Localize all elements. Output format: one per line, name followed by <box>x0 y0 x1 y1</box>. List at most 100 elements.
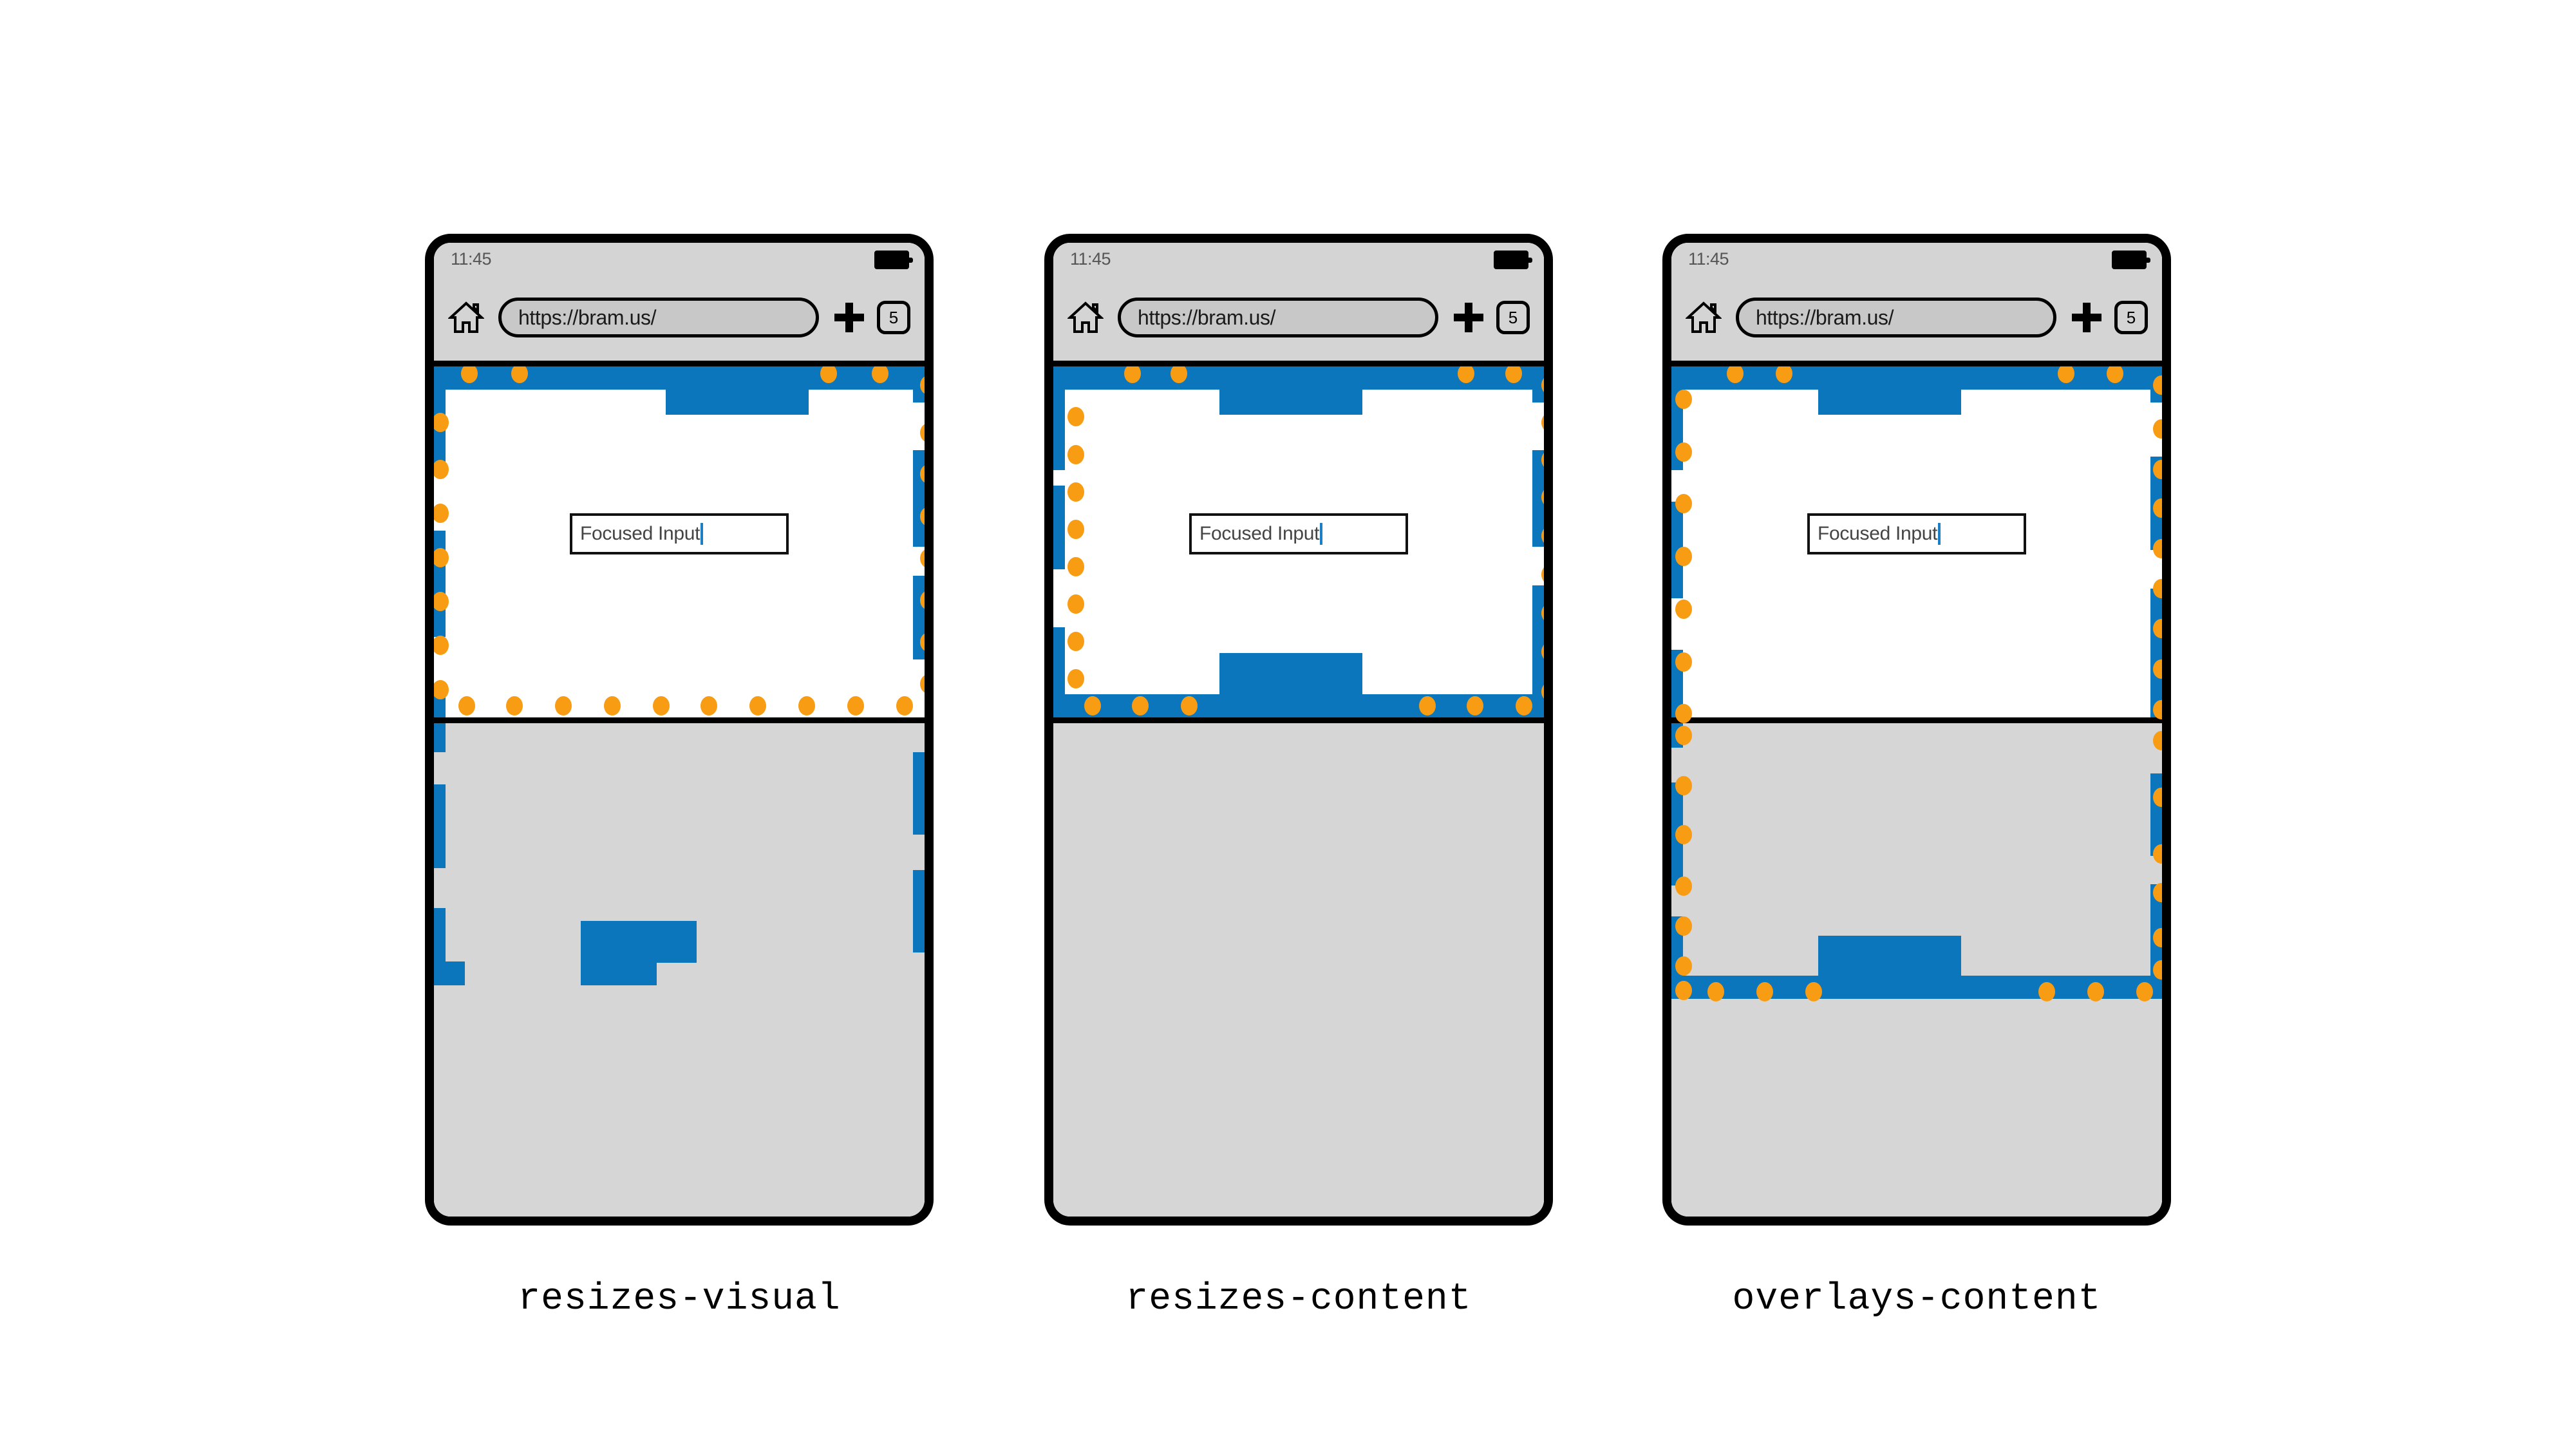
dot-marker <box>1727 364 1744 383</box>
dot-marker <box>2153 375 2162 395</box>
virtual-keyboard[interactable] <box>1053 717 1544 1217</box>
dot-marker <box>1419 696 1436 715</box>
status-bar: 11:45 <box>1053 243 1544 279</box>
dot-marker <box>1805 982 1822 1001</box>
dot-marker <box>1067 557 1084 576</box>
outline-bar-right-c <box>2150 589 2162 717</box>
url-text: https://bram.us/ <box>1138 305 1276 329</box>
caption-resizes-visual: resizes-visual <box>518 1278 841 1320</box>
dot-marker <box>2107 364 2123 383</box>
dot-marker <box>1132 696 1149 715</box>
dot-marker <box>1541 413 1544 432</box>
virtual-keyboard[interactable] <box>434 717 925 1217</box>
dot-marker <box>1541 603 1544 623</box>
dot-marker <box>1675 494 1692 513</box>
dot-marker <box>1067 594 1084 614</box>
tab-count-button[interactable]: 5 <box>877 301 910 334</box>
outline-bar-right-c <box>913 576 925 659</box>
plus-icon[interactable] <box>1454 303 1483 332</box>
dot-marker <box>1170 364 1187 383</box>
status-time: 11:45 <box>1070 249 1111 269</box>
battery-full-icon <box>874 251 913 269</box>
dot-marker <box>820 364 837 383</box>
dot-marker <box>798 696 815 715</box>
dot-marker <box>1541 375 1544 395</box>
dot-marker <box>434 592 449 611</box>
plus-icon[interactable] <box>2072 303 2101 332</box>
text-caret <box>700 523 704 545</box>
url-bar[interactable]: https://bram.us/ <box>1118 298 1438 337</box>
dot-marker <box>434 680 449 699</box>
browser-toolbar: https://bram.us/ 5 <box>1053 279 1544 356</box>
dot-marker <box>700 696 717 715</box>
status-time: 11:45 <box>1688 249 1729 269</box>
url-bar[interactable]: https://bram.us/ <box>1736 298 2056 337</box>
outline-block-top-center <box>1818 366 1961 415</box>
caption-overlays-content: overlays-content <box>1732 1278 2101 1320</box>
focused-input[interactable]: Focused Input <box>1807 513 2026 554</box>
plus-icon[interactable] <box>834 303 864 332</box>
web-content-viewport: Focused Input <box>1671 364 2162 723</box>
focused-input[interactable]: Focused Input <box>570 513 789 554</box>
dot-marker <box>1124 364 1141 383</box>
outline-bar-right-b <box>913 450 925 547</box>
status-bar: 11:45 <box>434 243 925 279</box>
dot-marker <box>1675 876 1692 896</box>
layout-viewport-outline-under-keyboard <box>434 723 925 1217</box>
dot-marker <box>872 364 888 383</box>
virtual-keyboard[interactable] <box>1671 717 2162 1217</box>
browser-chrome: 11:45 https://bram.us/ 5 <box>1671 243 2162 366</box>
dot-marker <box>2153 460 2162 479</box>
focused-input-value: Focused Input <box>1199 523 1320 544</box>
home-icon[interactable] <box>1067 299 1104 336</box>
outline-bar-right-a <box>2150 390 2162 402</box>
dot-marker <box>1675 776 1692 795</box>
url-text: https://bram.us/ <box>518 305 657 329</box>
outline-bar-right-e <box>2150 884 2162 999</box>
outline-bar-left-c <box>1053 627 1065 717</box>
dot-marker <box>1084 696 1101 715</box>
outline-bar-right-a <box>1532 390 1544 402</box>
dot-marker <box>920 674 925 694</box>
dot-marker <box>920 375 925 395</box>
outline-bar-left-a <box>1053 390 1065 470</box>
outline-bar-bottom <box>1053 694 1544 717</box>
dot-marker <box>2153 539 2162 558</box>
dot-marker <box>1067 482 1084 502</box>
dot-marker <box>1181 696 1198 715</box>
dot-marker <box>2153 844 2162 864</box>
phone-screen: 11:45 https://bram.us/ 5 <box>1671 243 2162 1217</box>
outline-bar-right-e <box>913 870 925 952</box>
outline-bar-top <box>434 366 925 390</box>
outline-bar-left-d <box>434 723 446 752</box>
outline-bar-left-c <box>1671 650 1683 717</box>
outline-block-top-center <box>666 366 809 415</box>
outline-block-bottom-center-tall <box>581 921 657 985</box>
outline-bar-top <box>1671 366 2162 390</box>
focused-input[interactable]: Focused Input <box>1189 513 1408 554</box>
home-icon[interactable] <box>448 299 484 336</box>
outline-bar-left-e <box>434 784 446 868</box>
status-time: 11:45 <box>451 249 492 269</box>
dot-marker <box>2153 788 2162 807</box>
dot-marker <box>506 696 523 715</box>
dot-marker <box>1541 565 1544 584</box>
browser-chrome: 11:45 https://bram.us/ 5 <box>434 243 925 366</box>
dot-marker <box>920 464 925 484</box>
outline-bar-left-e <box>1671 782 1683 886</box>
dot-marker <box>1776 364 1792 383</box>
outline-block-bottom-center <box>1219 653 1362 717</box>
tab-count-button[interactable]: 5 <box>2114 301 2148 334</box>
home-icon[interactable] <box>1686 299 1722 336</box>
dot-marker <box>2038 982 2055 1001</box>
dot-marker <box>461 364 478 383</box>
dot-marker <box>920 591 925 610</box>
dot-marker <box>1675 652 1692 672</box>
dot-marker <box>511 364 528 383</box>
url-bar[interactable]: https://bram.us/ <box>498 298 819 337</box>
dot-marker <box>434 460 449 479</box>
tab-count-button[interactable]: 5 <box>1496 301 1530 334</box>
battery-full-icon <box>2112 251 2150 269</box>
outline-bar-right-b <box>1532 450 1544 547</box>
